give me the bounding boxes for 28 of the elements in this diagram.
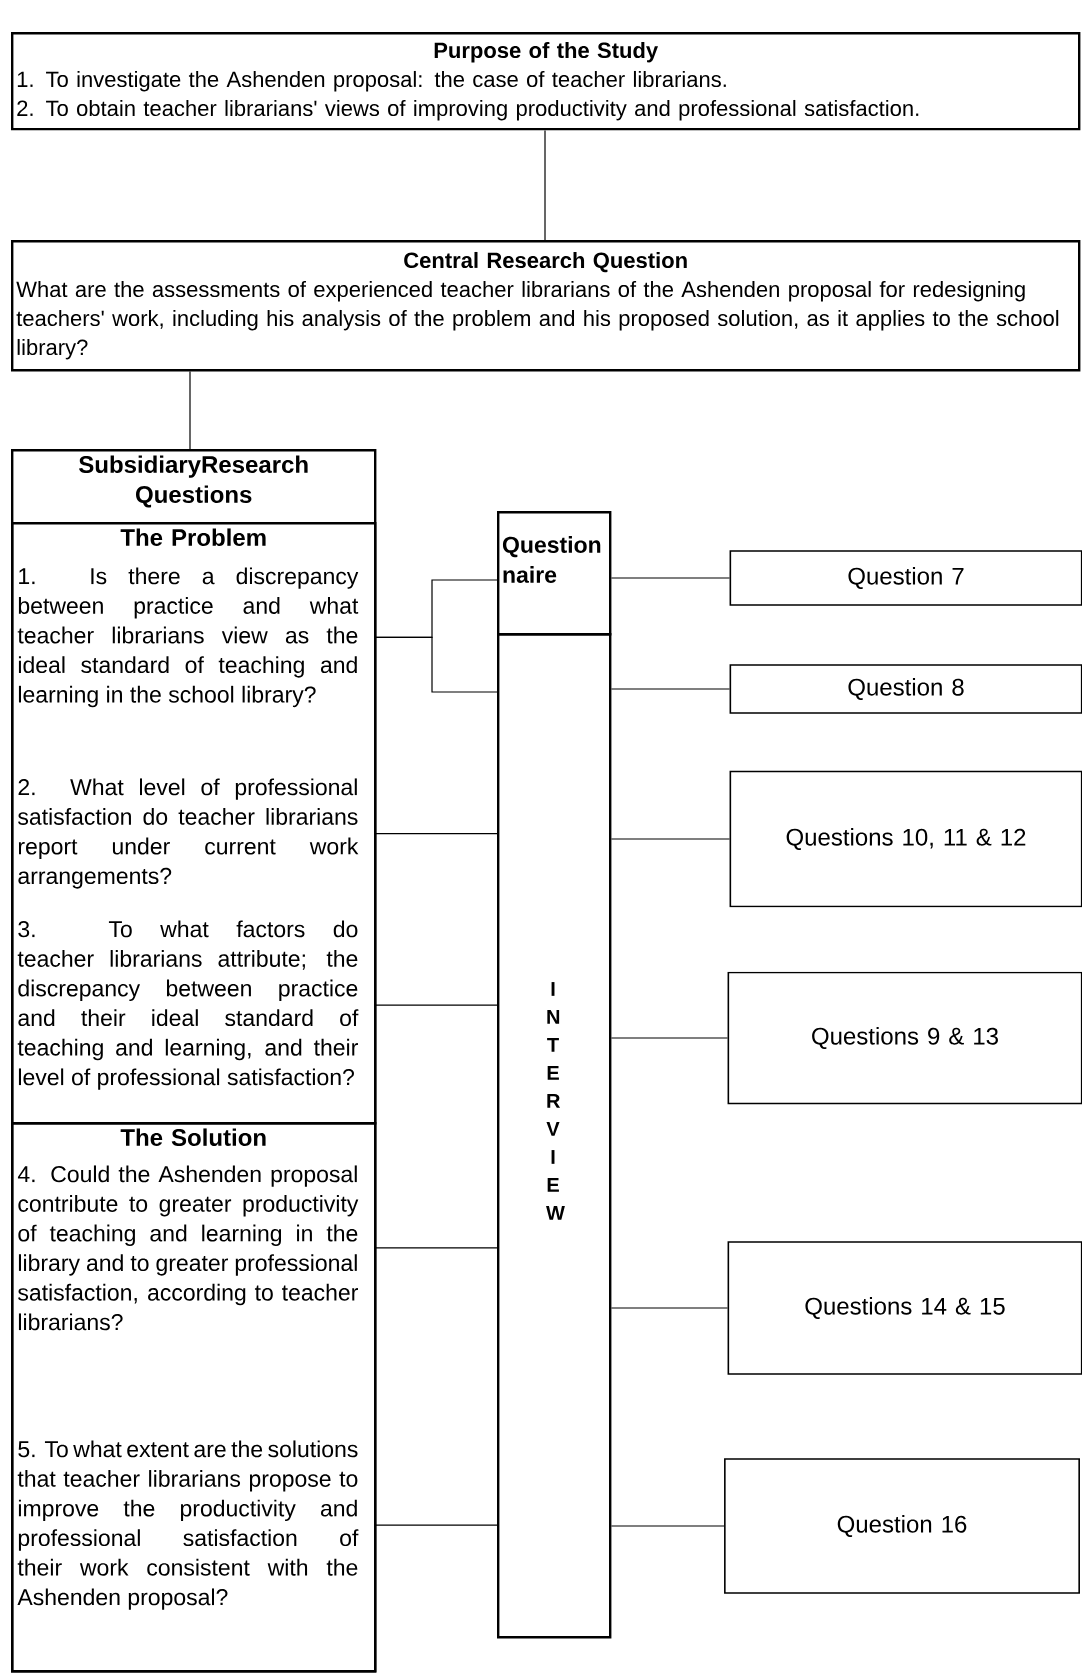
connector-line xyxy=(610,1307,729,1309)
connector-line xyxy=(610,688,731,690)
connector-line xyxy=(610,1525,725,1527)
column-box: INTERVIEW xyxy=(497,633,612,1639)
question-box: Question 7 xyxy=(729,550,1082,606)
text-box: Purpose of the Study 1. To investigate the Ashenden proposal: the case of teacher librarians. 2. To obtain teacher librarians' views of improving productivity and professional satisfaction. xyxy=(11,32,1081,131)
connector-line xyxy=(610,838,731,840)
connector-line xyxy=(373,1004,498,1006)
connector-line xyxy=(610,1037,729,1039)
connector-line xyxy=(373,1524,498,1526)
connector-line xyxy=(373,832,498,835)
column-box: Questionnaire xyxy=(497,511,612,636)
connector-line xyxy=(610,577,731,579)
question-text: 2. What level of professional satisfaction do teacher librarians report under current work arrangements? xyxy=(18,778,359,889)
connector-line xyxy=(373,1247,498,1249)
question-text: 3. To what factors do teacher librarians attribute; the discrepancy between practice and their ideal standard of teaching and learning, and their level of professional satisfaction? xyxy=(17,920,359,1090)
question-text: 5. To what extent are the solutions that teacher librarians propose to improve the productivity and professional satisfaction of their work consistent with the Ashenden proposal? xyxy=(17,1440,359,1610)
question-text: 4. Could the Ashenden proposal contribute to greater productivity of teaching and learning in the library and to greater professional satisfaction, according to teacher librarians? xyxy=(17,1165,359,1331)
question-box: Question 16 xyxy=(724,1458,1080,1594)
question-box: Questions 10, 11 & 12 xyxy=(729,770,1082,908)
question-box: Questions 9 & 13 xyxy=(727,971,1082,1105)
question-text: 1. Is there a discrepancy between practice and what teacher librarians view as the ideal standard of teaching and learning in the school library? xyxy=(17,567,359,708)
connector-line xyxy=(544,129,546,241)
connector-line xyxy=(189,370,191,450)
question-box: Question 8 xyxy=(729,664,1082,714)
question-box: Questions 14 & 15 xyxy=(727,1241,1082,1375)
text-box: Central Research Question What are the assessments of experienced teacher librarians of the Ashenden proposal for redesigning teachers' work, including his analysis of the problem and his proposed solution, as it applies to the school library? xyxy=(11,240,1081,372)
connector-line xyxy=(373,636,498,693)
